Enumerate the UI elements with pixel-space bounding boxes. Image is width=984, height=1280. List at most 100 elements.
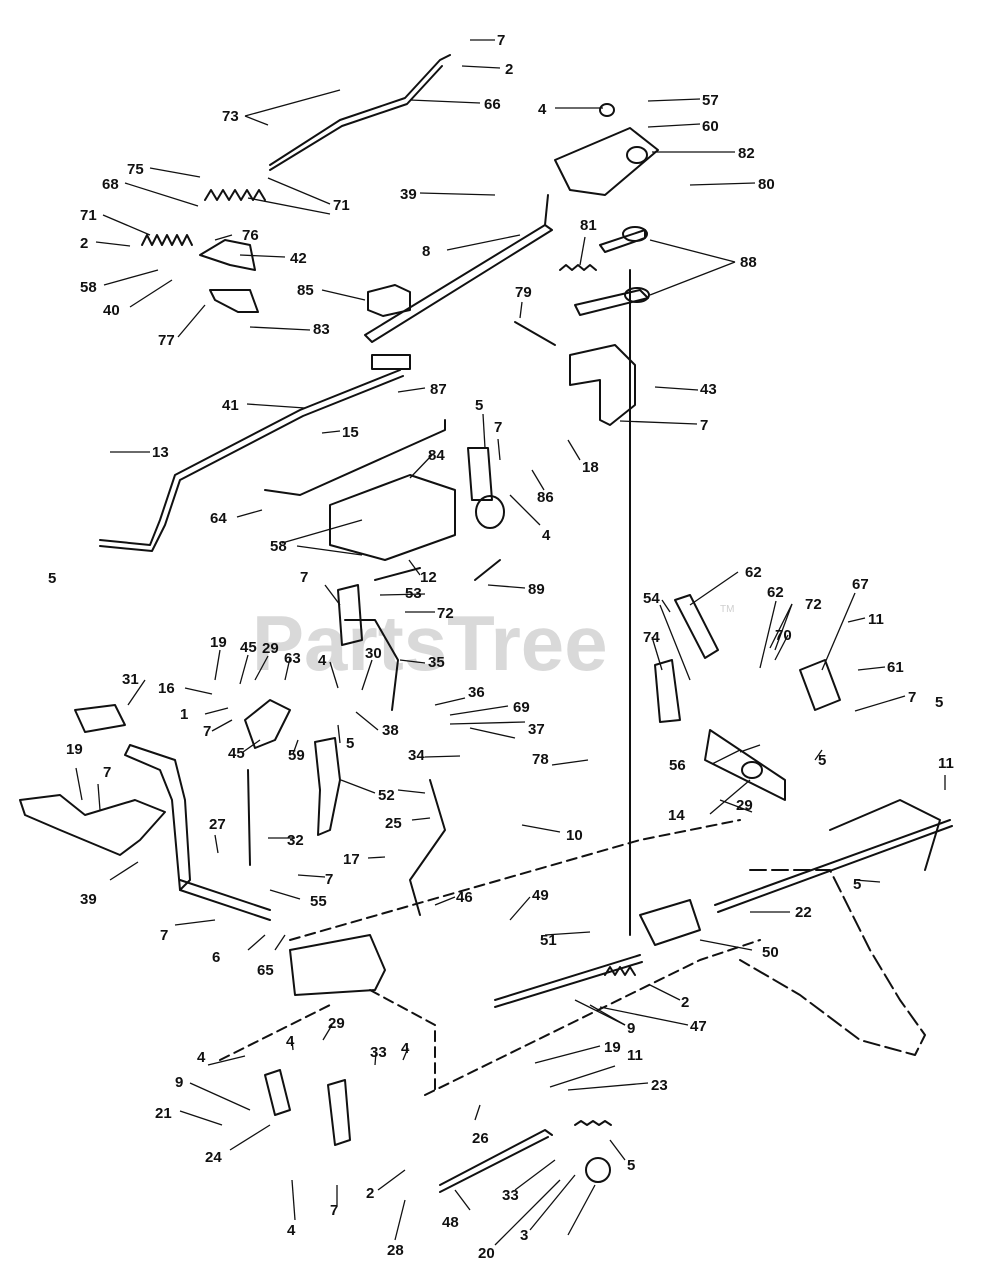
callout-number: 7 <box>908 689 916 706</box>
callout-number: 40 <box>103 302 120 319</box>
callout-number: 72 <box>437 605 454 622</box>
callout-number: 65 <box>257 962 274 979</box>
callout-number: 4 <box>401 1040 410 1057</box>
callout-number: 69 <box>513 699 530 716</box>
callout-number: 58 <box>270 538 287 555</box>
callout-number: 7 <box>330 1202 338 1219</box>
callout-number: 19 <box>210 634 227 651</box>
callout-number: 67 <box>852 576 869 593</box>
callout-number: 62 <box>745 564 762 581</box>
callout-number: 16 <box>158 680 175 697</box>
callout-number: 81 <box>580 217 597 234</box>
callout-number: 64 <box>210 510 227 527</box>
callout-number: 52 <box>378 787 395 804</box>
callout-number: 35 <box>428 654 445 671</box>
callout-number: 83 <box>313 321 330 338</box>
callout-number: 19 <box>66 741 83 758</box>
callout-number: 11 <box>938 755 954 772</box>
callout-number: 28 <box>387 1242 404 1259</box>
callout-number: 4 <box>318 652 327 669</box>
callout-number: 31 <box>122 671 139 688</box>
callout-number: 5 <box>935 694 943 711</box>
callout-number: 50 <box>762 944 779 961</box>
callout-number: 39 <box>80 891 97 908</box>
callout-number: 37 <box>528 721 545 738</box>
callout-numbers: 7 2 66 73 4 57 60 82 80 75 68 71 2 39 71… <box>48 32 954 1262</box>
callout-number: 2 <box>80 235 88 252</box>
callout-number: 7 <box>103 764 111 781</box>
callout-number: 25 <box>385 815 402 832</box>
callout-number: 89 <box>528 581 545 598</box>
callout-number: 17 <box>343 851 360 868</box>
callout-number: 62 <box>767 584 784 601</box>
callout-number: 7 <box>497 32 505 49</box>
callout-number: 5 <box>475 397 483 414</box>
callout-number: 29 <box>262 640 279 657</box>
watermark-trademark: TM <box>720 604 734 615</box>
callout-number: 88 <box>740 254 757 271</box>
callout-number: 2 <box>366 1185 374 1202</box>
callout-number: 15 <box>342 424 359 441</box>
callout-number: 9 <box>627 1020 635 1037</box>
callout-number: 45 <box>228 745 245 762</box>
callout-number: 38 <box>382 722 399 739</box>
callout-number: 5 <box>853 876 861 893</box>
callout-number: 54 <box>643 590 660 607</box>
callout-number: 34 <box>408 747 425 764</box>
callout-number: 24 <box>205 1149 222 1166</box>
callout-number: 68 <box>102 176 119 193</box>
callout-number: 36 <box>468 684 485 701</box>
leader-lines <box>75 39 946 1246</box>
callout-number: 58 <box>80 279 97 296</box>
callout-number: 22 <box>795 904 812 921</box>
callout-number: 48 <box>442 1214 459 1231</box>
callout-number: 70 <box>775 627 792 644</box>
callout-number: 46 <box>456 889 473 906</box>
callout-number: 27 <box>209 816 226 833</box>
callout-number: 6 <box>212 949 220 966</box>
callout-number: 1 <box>180 706 188 723</box>
callout-number: 79 <box>515 284 532 301</box>
callout-number: 29 <box>736 797 753 814</box>
callout-number: 80 <box>758 176 775 193</box>
callout-number: 20 <box>478 1245 495 1262</box>
callout-number: 7 <box>300 569 308 586</box>
callout-number: 7 <box>160 927 168 944</box>
callout-number: 12 <box>420 569 437 586</box>
callout-number: 32 <box>287 832 304 849</box>
callout-number: 7 <box>494 419 502 436</box>
callout-number: 33 <box>370 1044 387 1061</box>
callout-number: 84 <box>428 447 445 464</box>
callout-number: 11 <box>627 1047 643 1064</box>
callout-number: 5 <box>48 570 56 587</box>
callout-number: 53 <box>405 585 422 602</box>
callout-number: 73 <box>222 108 239 125</box>
callout-number: 33 <box>502 1187 519 1204</box>
callout-number: 11 <box>868 611 884 628</box>
callout-number: 60 <box>702 118 719 135</box>
callout-number: 19 <box>604 1039 621 1056</box>
callout-number: 77 <box>158 332 175 349</box>
callout-number: 76 <box>242 227 259 244</box>
callout-number: 13 <box>152 444 169 461</box>
callout-number: 4 <box>287 1222 296 1239</box>
callout-number: 5 <box>346 735 354 752</box>
callout-number: 4 <box>538 101 547 118</box>
callout-number: 42 <box>290 250 307 267</box>
callout-number: 74 <box>643 629 660 646</box>
callout-number: 3 <box>520 1227 528 1244</box>
callout-number: 39 <box>400 186 417 203</box>
callout-number: 55 <box>310 893 327 910</box>
callout-number: 61 <box>887 659 904 676</box>
callout-number: 78 <box>532 751 549 768</box>
callout-number: 43 <box>700 381 717 398</box>
callout-number: 29 <box>328 1015 345 1032</box>
callout-number: 87 <box>430 381 447 398</box>
callout-number: 71 <box>333 197 350 214</box>
callout-number: 66 <box>484 96 501 113</box>
callout-number: 21 <box>155 1105 172 1122</box>
callout-number: 72 <box>805 596 822 613</box>
callout-number: 7 <box>203 723 211 740</box>
callout-number: 75 <box>127 161 144 178</box>
